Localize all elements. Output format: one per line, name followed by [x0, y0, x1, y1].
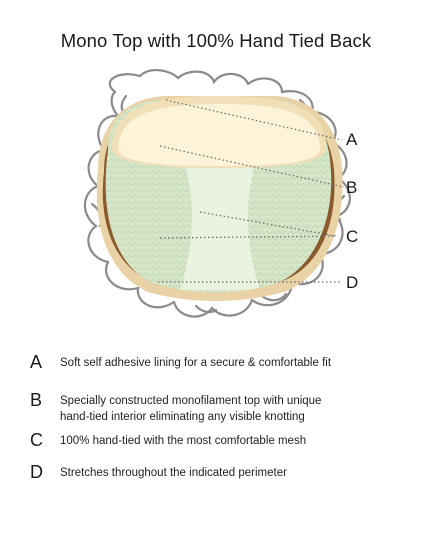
legend-line: 100% hand-tied with the most comfortable… — [60, 435, 307, 447]
legend-description: Soft self adhesive lining for a secure &… — [60, 355, 380, 371]
legend-line: hand-tied interior eliminating any visib… — [60, 411, 305, 423]
leader-line-b — [159, 145, 345, 188]
leader-line-c1 — [199, 211, 337, 237]
legend-line: Stretches throughout the indicated perim… — [60, 467, 287, 479]
legend-letter: D — [30, 462, 43, 482]
callout-b: B — [346, 178, 358, 197]
legend-description: Specially constructed monofilament top w… — [60, 393, 380, 425]
legend-line: Specially constructed monofilament top w… — [60, 395, 322, 407]
callout-a: A — [346, 130, 358, 149]
callout-d: D — [346, 273, 359, 292]
leader-line-c2 — [159, 235, 337, 239]
page-title: Mono Top with 100% Hand Tied Back — [60, 30, 372, 51]
legend-line: Soft self adhesive lining for a secure &… — [60, 357, 332, 369]
legend-description: 100% hand-tied with the most comfortable… — [60, 433, 380, 449]
legend-letter: A — [30, 352, 43, 372]
legend-letter: B — [30, 390, 43, 410]
mono-top — [118, 104, 320, 166]
legend-letter: C — [30, 430, 43, 450]
callout-c: C — [346, 227, 359, 246]
cap-construction-diagram — [83, 69, 351, 318]
leader-lines — [158, 99, 345, 283]
legend-description: Stretches throughout the indicated perim… — [60, 465, 380, 481]
